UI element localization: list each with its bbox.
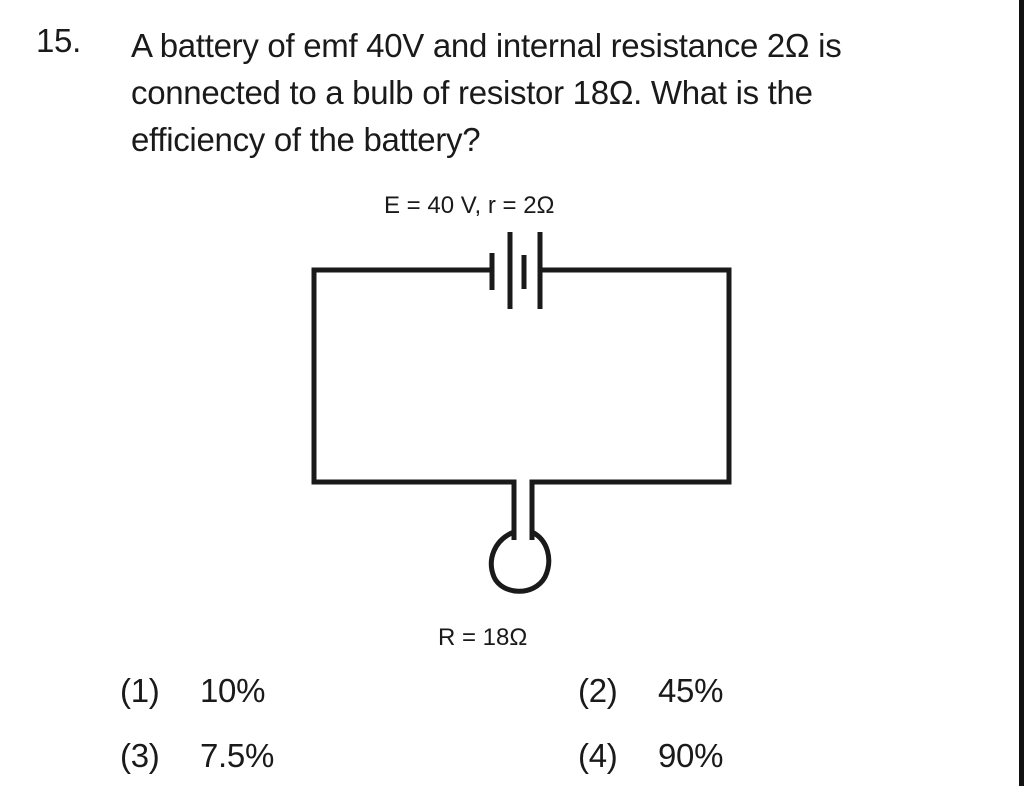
option-3[interactable]: (3) 7.5%: [120, 737, 274, 775]
option-number: (3): [120, 737, 160, 774]
option-1[interactable]: (1) 10%: [120, 672, 265, 710]
wire-right: [529, 267, 732, 540]
option-number: (4): [578, 737, 618, 774]
question-line-3: efficiency of the battery?: [131, 121, 481, 158]
option-value: 90%: [658, 737, 724, 774]
question-text: A battery of emf 40V and internal resist…: [131, 22, 1011, 163]
edge-border: [1019, 0, 1024, 786]
question-line-2: connected to a bulb of resistor 18Ω. Wha…: [131, 74, 813, 111]
battery-label: E = 40 V, r = 2Ω: [384, 192, 555, 219]
bulb-label: R = 18Ω: [438, 624, 528, 651]
wire-left: [311, 267, 517, 540]
battery-icon: [489, 232, 543, 309]
bulb-icon: [488, 529, 552, 594]
question-number: 15.: [36, 22, 81, 59]
option-value: 45%: [658, 672, 724, 709]
question-line-1: A battery of emf 40V and internal resist…: [131, 27, 842, 64]
option-value: 7.5%: [200, 737, 275, 774]
option-number: (1): [120, 672, 160, 709]
option-number: (2): [578, 672, 618, 709]
option-4[interactable]: (4) 90%: [578, 737, 723, 775]
option-2[interactable]: (2) 45%: [578, 672, 723, 710]
option-value: 10%: [200, 672, 266, 709]
